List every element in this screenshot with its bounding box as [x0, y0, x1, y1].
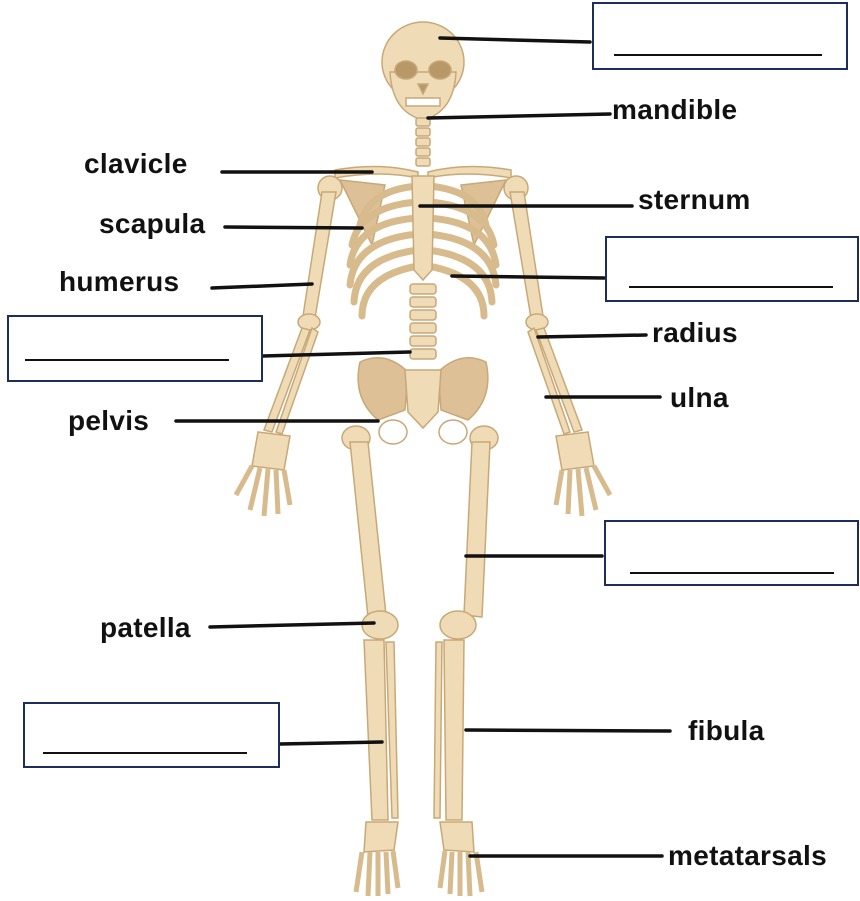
label-humerus: humerus — [59, 268, 179, 296]
answer-box-femur[interactable] — [604, 520, 859, 586]
leader-line-vertebrae — [263, 352, 410, 356]
answer-line — [614, 54, 822, 56]
right-foot — [440, 822, 482, 896]
label-pelvis: pelvis — [68, 407, 149, 435]
answer-box-tibia[interactable] — [23, 702, 280, 768]
leader-line-patella — [210, 623, 374, 627]
sternum-bone — [412, 176, 434, 280]
label-sternum: sternum — [638, 186, 751, 214]
leader-line-fibula — [466, 730, 670, 731]
right-hand — [556, 432, 610, 516]
leader-line-humerus — [212, 284, 312, 288]
pelvis-bone — [358, 358, 488, 444]
answer-line — [25, 359, 229, 361]
label-patella: patella — [100, 614, 191, 642]
answer-line — [629, 286, 833, 288]
answer-line — [43, 752, 247, 754]
cervical-spine — [416, 118, 430, 166]
leader-line-skull — [440, 38, 590, 42]
answer-box-vertebrae[interactable] — [7, 315, 263, 382]
answer-box-skull[interactable] — [592, 2, 848, 70]
left-foot — [356, 822, 398, 896]
clavicle-bone-right — [428, 166, 511, 178]
leader-line-tibia — [280, 742, 382, 744]
label-radius: radius — [652, 319, 738, 347]
answer-box-ribs[interactable] — [605, 236, 859, 302]
label-fibula: fibula — [688, 717, 764, 745]
label-clavicle: clavicle — [84, 150, 188, 178]
label-scapula: scapula — [99, 210, 205, 238]
leader-line-scapula — [225, 227, 362, 228]
answer-line — [630, 572, 834, 574]
leader-line-radius — [538, 335, 646, 337]
spine — [410, 284, 436, 359]
label-metatarsals: metatarsals — [668, 842, 827, 870]
skeleton-figure — [236, 22, 610, 896]
leader-line-mandible — [428, 114, 610, 118]
left-hand — [236, 432, 290, 516]
left-arm — [264, 176, 342, 434]
label-ulna: ulna — [670, 384, 729, 412]
leader-line-ribs — [452, 276, 604, 278]
right-leg — [434, 426, 498, 820]
label-mandible: mandible — [612, 96, 737, 124]
